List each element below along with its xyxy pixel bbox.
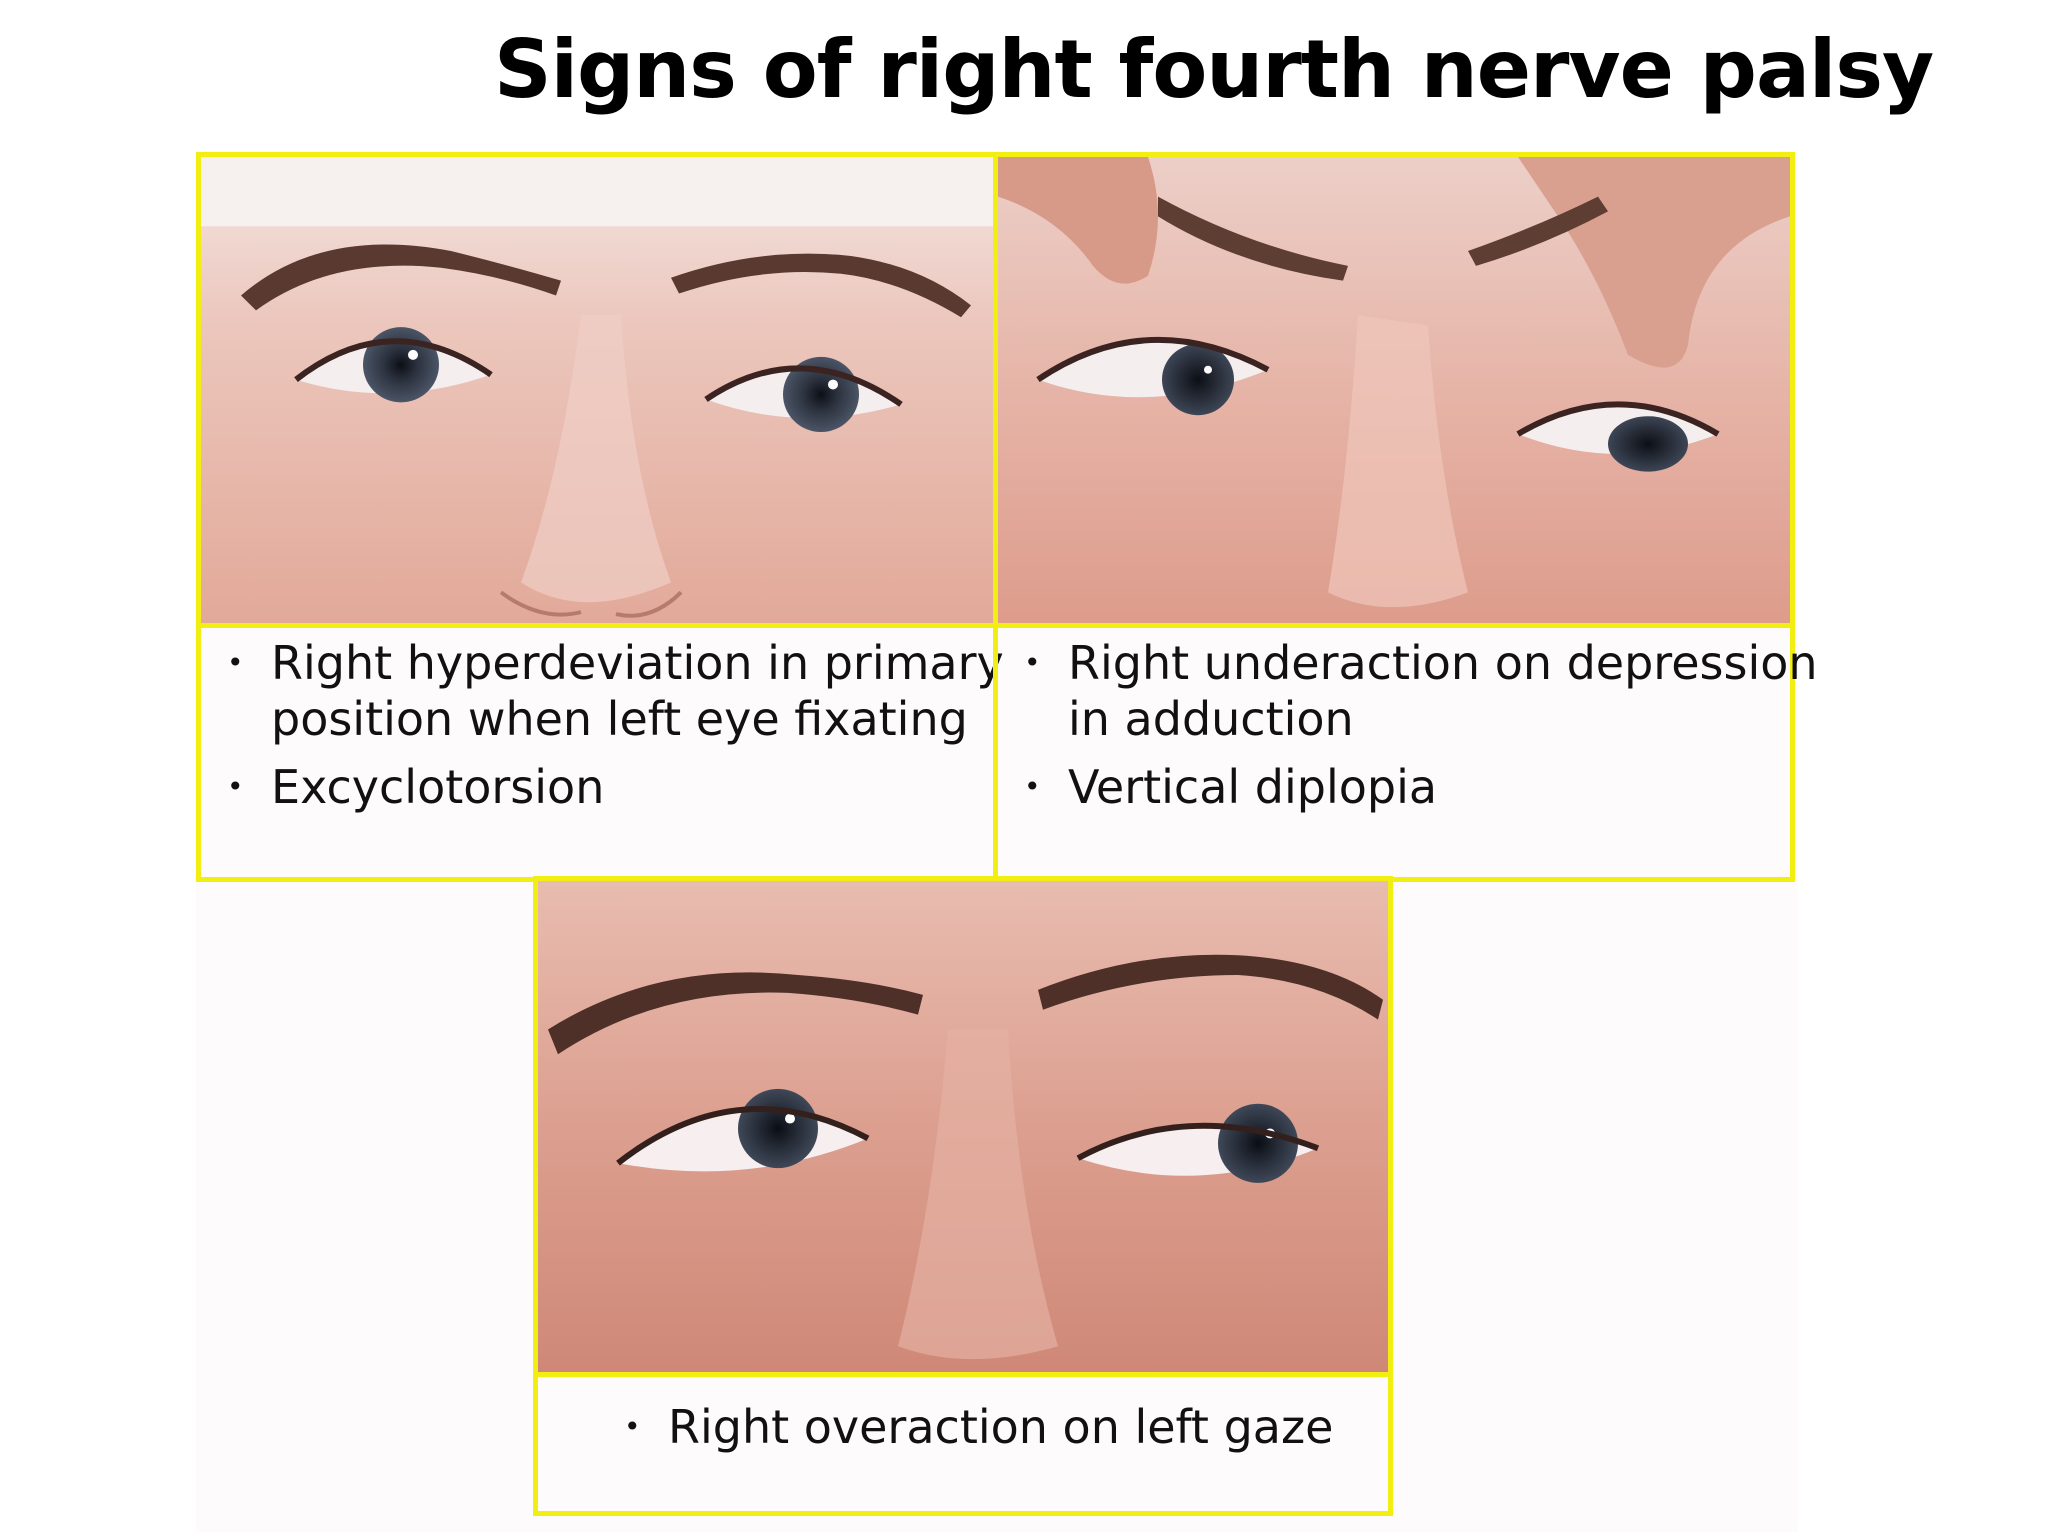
bullet-text: Right hyperdeviation in primary position…	[271, 636, 1004, 746]
face-photo-primary-position	[201, 157, 993, 628]
bullet-item: • Right underaction on depression in add…	[1024, 635, 1828, 747]
panel-primary-position: • Right hyperdeviation in primary positi…	[196, 152, 1004, 882]
bullet-dot: •	[1024, 770, 1041, 803]
bullet-text: Right underaction on depression in adduc…	[1068, 636, 1818, 746]
bullet-dot: •	[624, 1410, 641, 1443]
bullet-text: Vertical diplopia	[1068, 760, 1438, 814]
bullet-list-primary-position: • Right hyperdeviation in primary positi…	[227, 635, 1031, 827]
slide-title: Signs of right fourth nerve palsy	[494, 23, 1934, 116]
bullet-item: • Right hyperdeviation in primary positi…	[227, 635, 1031, 747]
face-photo-left-gaze-svg	[538, 881, 1388, 1372]
face-photo-depression-in-adduction	[998, 157, 1790, 628]
face-photo-depression-svg	[998, 157, 1790, 623]
panel-left-gaze: • Right overaction on left gaze	[533, 876, 1393, 1516]
face-photo-primary-svg	[201, 157, 993, 623]
bullet-text: Excyclotorsion	[271, 760, 605, 814]
bullet-item: • Vertical diplopia	[1024, 759, 1828, 815]
face-photo-left-gaze	[538, 881, 1388, 1377]
bullet-dot: •	[227, 646, 244, 679]
panel-depression-in-adduction: • Right underaction on depression in add…	[993, 152, 1818, 882]
bullet-item: • Excyclotorsion	[227, 759, 1031, 815]
bullet-dot: •	[227, 770, 244, 803]
bullet-list-depression-in-adduction: • Right underaction on depression in add…	[1024, 635, 1828, 827]
bullet-list-left-gaze: • Right overaction on left gaze	[624, 1399, 1333, 1467]
bullet-item: • Right overaction on left gaze	[624, 1399, 1333, 1455]
bullet-dot: •	[1024, 646, 1041, 679]
bullet-text: Right overaction on left gaze	[668, 1400, 1334, 1454]
